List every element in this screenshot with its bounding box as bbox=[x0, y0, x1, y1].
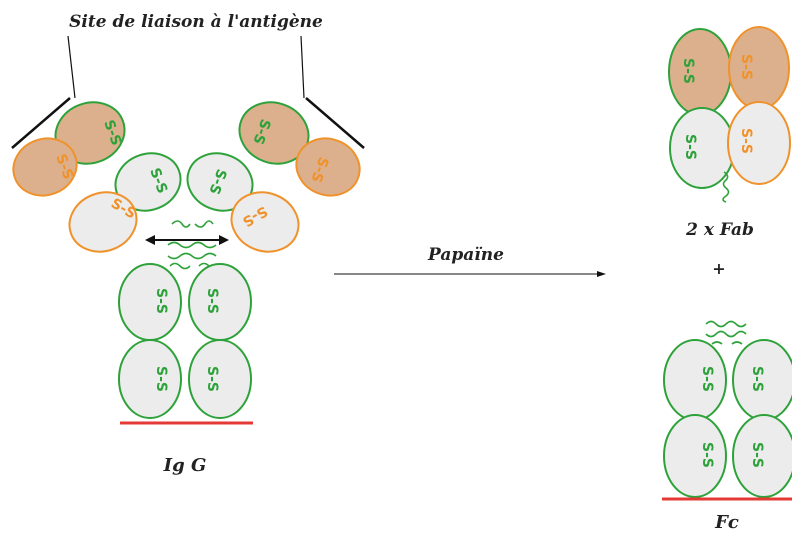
igg-right-arm bbox=[186, 101, 361, 253]
plus-sign: + bbox=[712, 259, 725, 278]
heavy-constant-domain bbox=[118, 263, 182, 341]
heavy-variable-domain bbox=[668, 28, 732, 116]
hinge-wiggle bbox=[169, 262, 191, 270]
hinge-wiggle bbox=[705, 320, 747, 328]
igg-hinge-region bbox=[167, 220, 220, 270]
hinge-wiggle bbox=[711, 341, 723, 345]
fab-fragment bbox=[668, 26, 791, 203]
disulfide-bond: S-S bbox=[682, 134, 698, 160]
disulfide-bond: S-S bbox=[738, 54, 754, 80]
antigen-pointer-left bbox=[67, 35, 76, 99]
heavy-constant-domain bbox=[188, 339, 252, 419]
hinge-wiggle bbox=[171, 220, 191, 228]
disulfide-bond: S-S bbox=[153, 288, 169, 314]
fc-label: Fc bbox=[714, 512, 739, 533]
binding-site-left bbox=[11, 97, 71, 149]
light-constant-domain bbox=[230, 191, 300, 253]
heavy-constant-domain bbox=[732, 414, 792, 498]
binding-site-right bbox=[305, 97, 365, 149]
igg-label: Ig G bbox=[163, 455, 207, 476]
disulfide-bond: S-S bbox=[204, 288, 220, 314]
heavy-constant-domain bbox=[118, 339, 182, 419]
disulfide-bond: S-S bbox=[204, 366, 220, 392]
disulfide-bond: S-S bbox=[749, 442, 765, 468]
light-variable-domain bbox=[728, 26, 790, 110]
disulfide-bond: S-S bbox=[738, 128, 754, 154]
light-variable-domain bbox=[295, 137, 361, 197]
disulfide-bond: S-S bbox=[680, 58, 696, 84]
fc-fragment bbox=[663, 320, 792, 498]
fab-label: 2 x Fab bbox=[685, 220, 754, 240]
igg-fc-stem bbox=[118, 263, 252, 419]
hinge-wiggle bbox=[194, 220, 214, 228]
hinge-wiggle bbox=[731, 341, 743, 345]
disulfide-bond: S-S bbox=[749, 366, 765, 392]
disulfide-bond: S-S bbox=[699, 442, 715, 468]
hinge-wiggle bbox=[167, 252, 217, 260]
heavy-constant-domain bbox=[669, 107, 735, 189]
disulfide-bond: S-S bbox=[153, 366, 169, 392]
hinge-wiggle bbox=[705, 330, 747, 338]
disulfide-bond: S-S bbox=[699, 366, 715, 392]
igg-left-arm bbox=[12, 101, 182, 253]
light-variable-domain bbox=[12, 137, 78, 197]
papain-cleavage-arrow bbox=[145, 235, 229, 245]
reaction-label: Papaïne bbox=[427, 245, 504, 265]
fab-hinge-tail bbox=[722, 171, 730, 203]
heavy-constant-domain bbox=[663, 414, 727, 498]
light-constant-domain bbox=[68, 191, 138, 253]
antigen-site-label: Site de liaison à l'antigène bbox=[69, 12, 323, 32]
hinge-wiggle bbox=[167, 241, 217, 249]
heavy-constant-domain bbox=[663, 339, 727, 421]
reaction-arrowhead bbox=[597, 271, 606, 277]
fc-hinge-region bbox=[705, 320, 747, 345]
light-constant-domain bbox=[727, 101, 791, 185]
antigen-pointer-right bbox=[300, 35, 305, 99]
